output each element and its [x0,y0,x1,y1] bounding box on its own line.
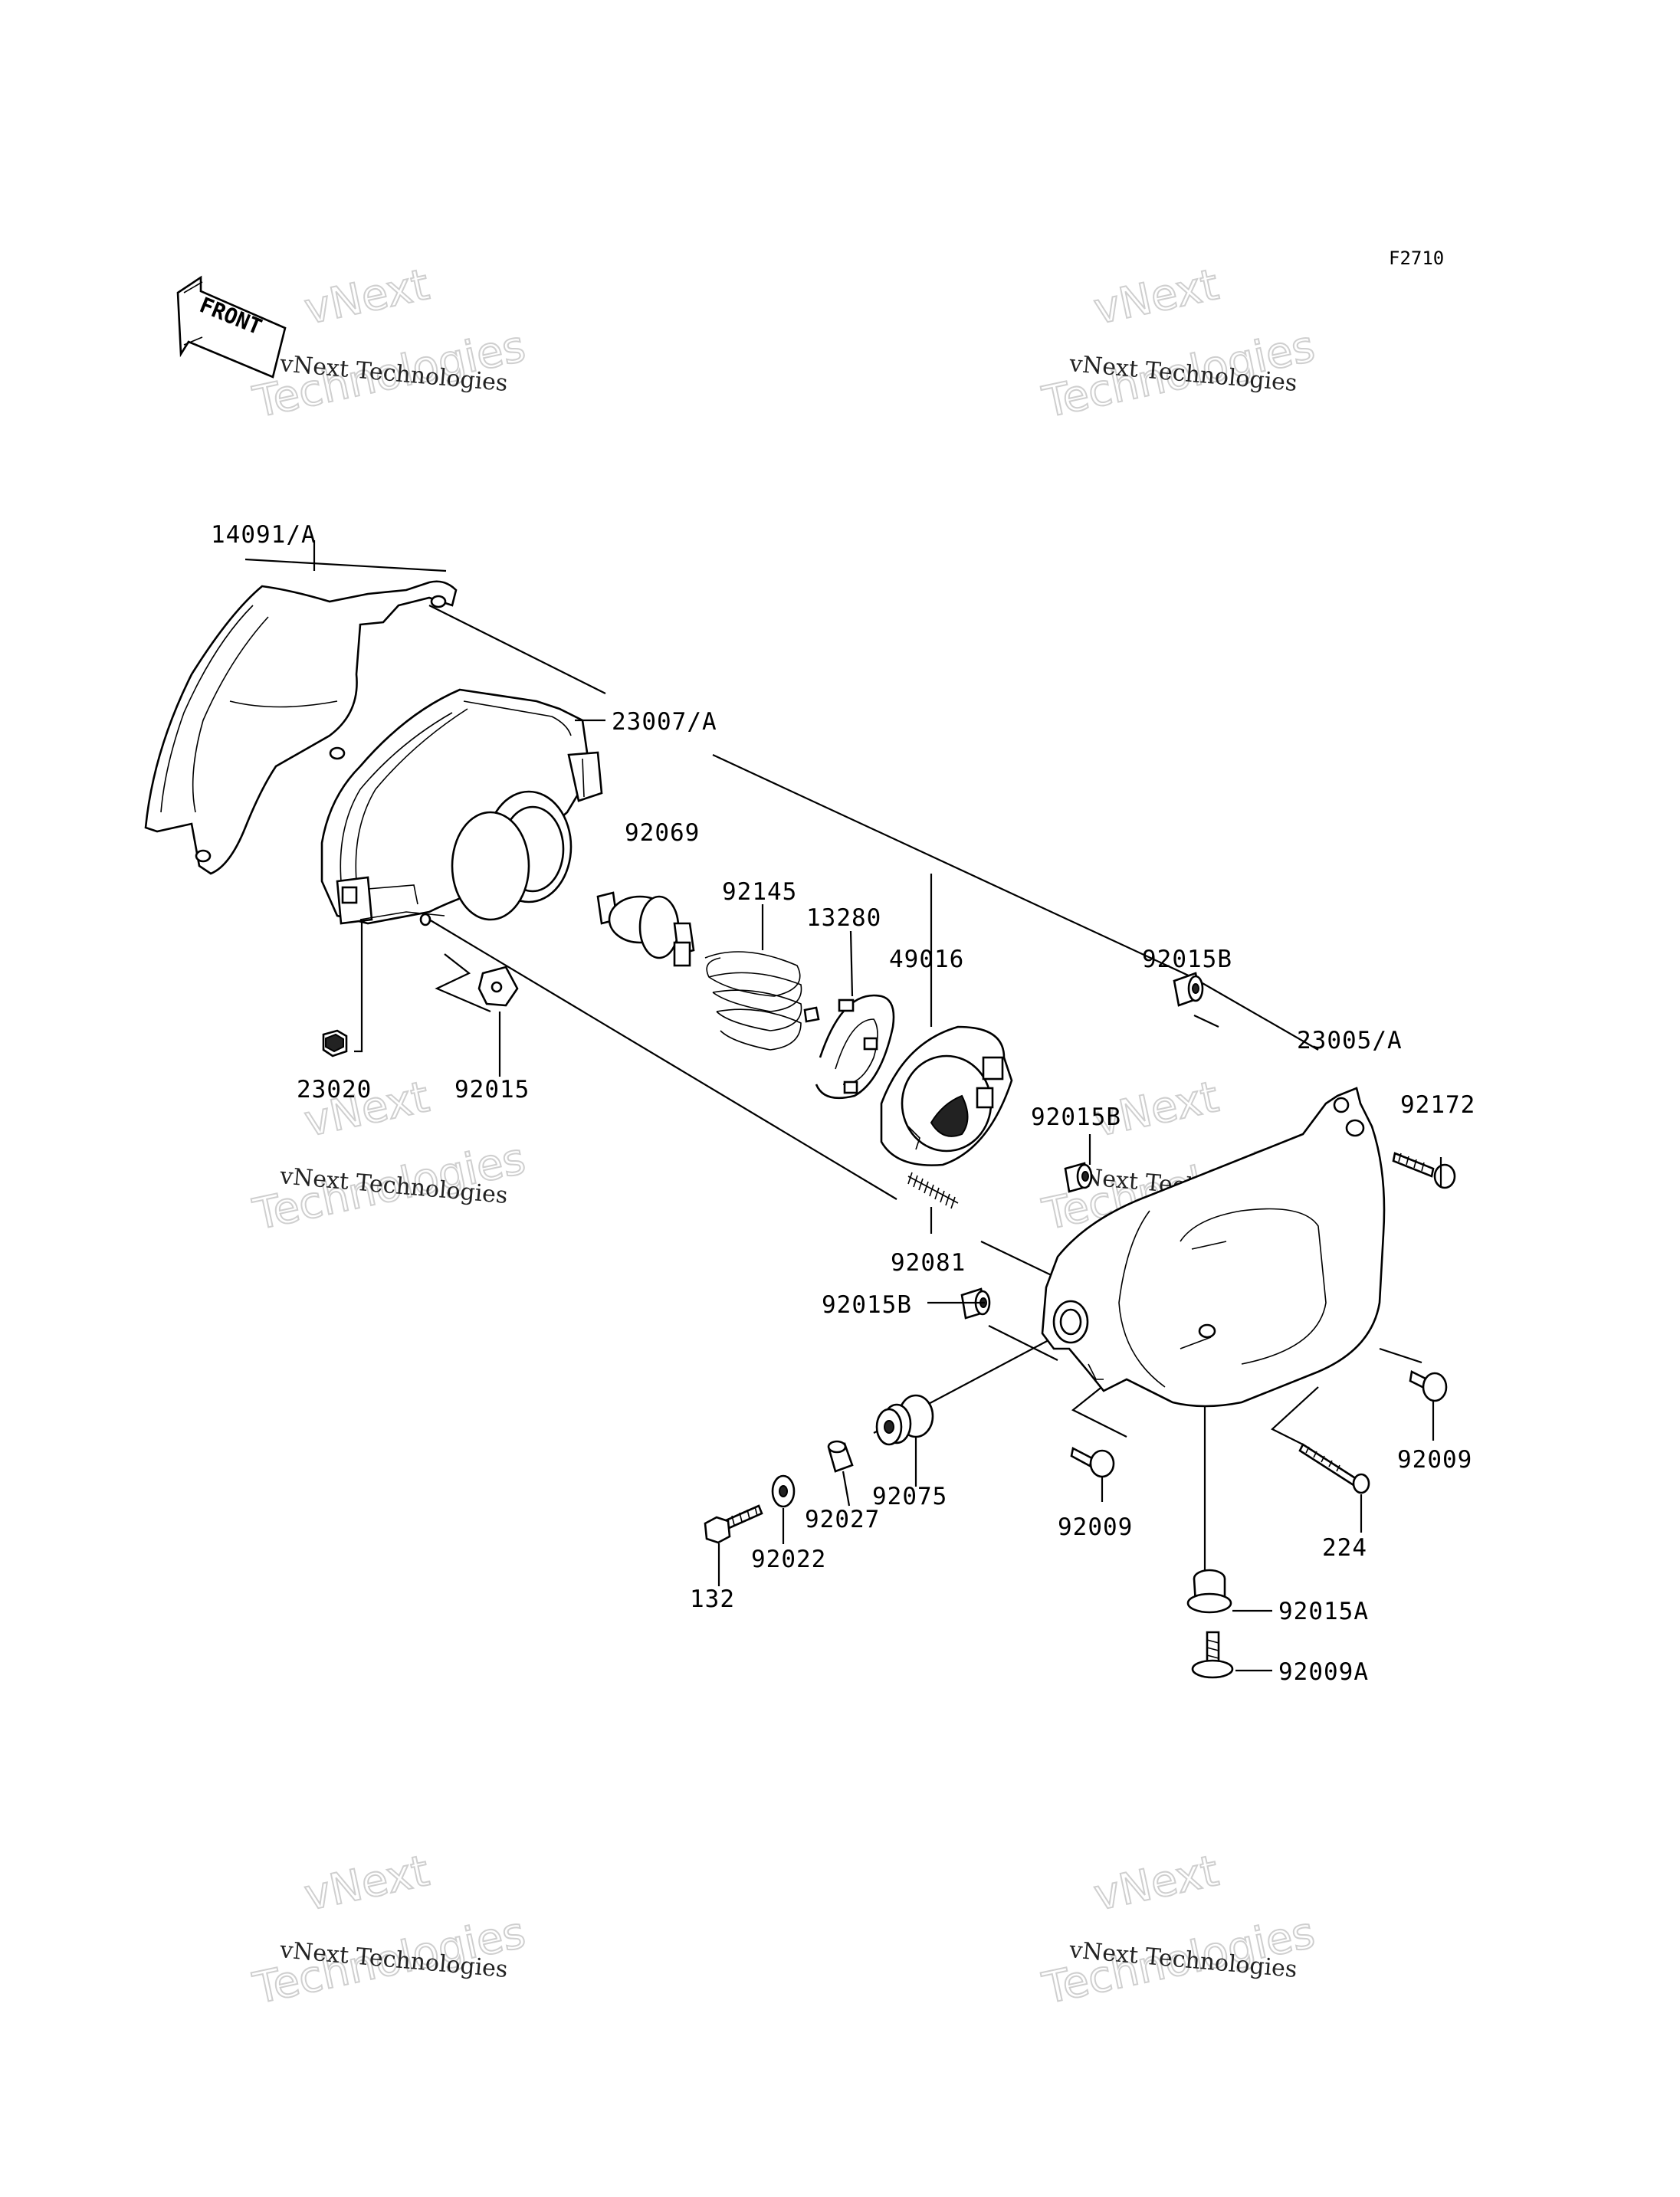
watermark-2: vNext Technologies vNext Technologies [1038,259,1320,428]
label-leaders [498,719,1442,1672]
part-49016-socket [880,1025,1013,1166]
leader-lines [244,540,1422,1594]
svg-text:vNext: vNext [1090,1846,1223,1921]
part-92172-bolt [1392,1152,1456,1189]
part-label-92022: 92022 [751,1546,826,1573]
svg-text:vNext: vNext [300,260,434,335]
part-14091a-cover [144,580,458,875]
part-92022-washer [771,1474,796,1508]
part-label-92075: 92075 [872,1483,947,1510]
part-23020-nut [322,1029,348,1058]
part-label-92015b-low: 92015B [822,1291,912,1319]
part-label-92015a: 92015A [1278,1598,1369,1625]
part-23007a-headlight-body [320,688,603,926]
part-label-92009-right: 92009 [1397,1446,1472,1474]
part-label-23007a: 23007/A [612,708,717,736]
part-92027-collar [827,1440,854,1473]
part-label-92081: 92081 [891,1249,966,1277]
part-92009-mid-screw [1070,1447,1115,1478]
part-label-49016: 49016 [889,946,964,973]
part-label-92069: 92069 [625,819,700,847]
part-13280-ring [815,994,895,1100]
part-92015a-bushing [1186,1569,1232,1614]
part-label-92009-mid: 92009 [1058,1513,1133,1541]
part-label-92015b-top: 92015B [1142,946,1232,973]
part-92015b-mid-bushing [1064,1162,1093,1193]
watermark-6: vNext Technologies vNext Technologies [1038,1845,1320,2015]
front-arrow-icon: FRONT [176,275,287,379]
part-92145-spring [704,951,820,1051]
watermark-5: vNext Technologies vNext Technologies [248,1845,530,2015]
svg-text:vNext: vNext [300,1846,434,1921]
part-23005a-housing [1041,1087,1386,1408]
part-label-92009a: 92009A [1278,1658,1369,1686]
part-label-92015: 92015 [454,1076,530,1103]
part-92069-bulb [596,891,695,967]
part-label-224: 224 [1322,1534,1367,1562]
part-92009-right-screw [1409,1370,1448,1402]
part-224-bolt [1298,1443,1370,1494]
part-92009a-screw [1191,1631,1234,1679]
part-label-14091a: 14091/A [211,521,317,549]
svg-text:vNext: vNext [1090,260,1223,335]
part-label-132: 132 [690,1585,735,1613]
part-label-92015b-mid: 92015B [1031,1103,1121,1131]
part-label-13280: 13280 [806,904,881,932]
part-label-92027: 92027 [805,1506,880,1533]
part-92015b-top-bushing [1173,972,1204,1007]
part-label-23020: 23020 [297,1076,372,1103]
part-label-23005a: 23005/A [1297,1027,1403,1054]
part-92081-spring [907,1172,959,1209]
part-92015-clip [477,966,519,1007]
part-label-92172: 92172 [1400,1091,1475,1119]
diagram-code: F2710 [1389,248,1444,269]
part-label-92145: 92145 [722,878,797,906]
watermark-1: vNext Technologies vNext Technologies [248,259,530,428]
part-132-bolt [704,1504,763,1544]
part-92075-grommet [875,1394,934,1446]
